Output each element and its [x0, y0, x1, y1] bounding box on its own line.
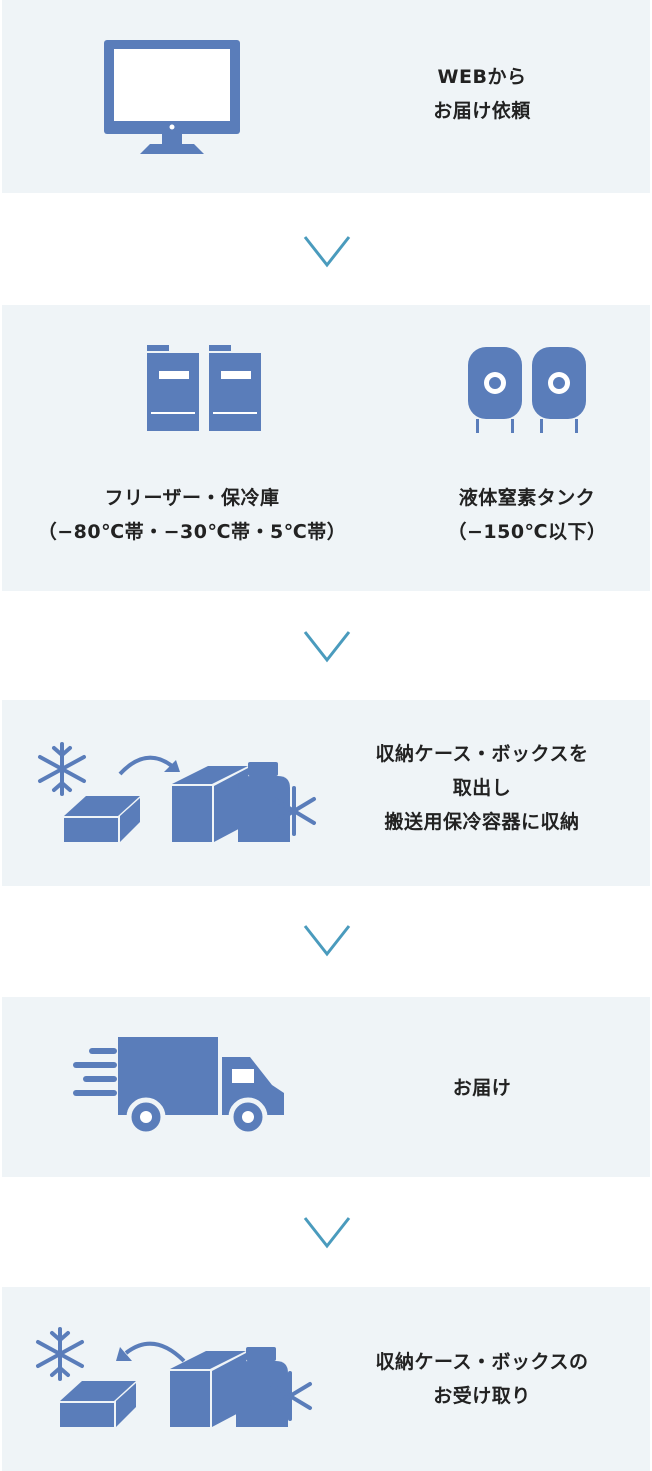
step-web-request: WEBから お届け依頼 [2, 0, 650, 193]
step-pack-label: 収納ケース・ボックスを 取出し 搬送用保冷容器に収納 [375, 743, 589, 833]
chevron-down-icon [303, 631, 351, 663]
step-return-label: 収納ケース・ボックスの お受け取り [375, 1351, 589, 1407]
monitor-icon [104, 40, 240, 154]
step-return: 収納ケース・ボックスの お受け取り [2, 1287, 650, 1471]
freezer-icon [147, 345, 261, 431]
frozen-box-transfer-icon [38, 742, 316, 842]
step-storage: フリーザー・保冷庫 （−80℃帯・−30℃帯・5℃帯） 液体窒素タンク （−15… [2, 305, 650, 591]
chevron-down-icon [303, 1217, 351, 1249]
chevron-down-icon [303, 236, 351, 268]
nitrogen-tank-icon [468, 347, 586, 433]
freezer-label: フリーザー・保冷庫 （−80℃帯・−30℃帯・5℃帯） [37, 487, 347, 543]
step-delivery: お届け [2, 997, 650, 1177]
nitrogen-tank-label: 液体窒素タンク （−150℃以下） [447, 487, 607, 543]
step-web-request-label: WEBから お届け依頼 [433, 66, 531, 122]
step-pack: 収納ケース・ボックスを 取出し 搬送用保冷容器に収納 [2, 700, 650, 886]
delivery-truck-icon [73, 1037, 284, 1137]
chevron-down-icon [303, 925, 351, 957]
frozen-box-return-icon [36, 1327, 312, 1427]
step-delivery-label: お届け [452, 1077, 512, 1099]
